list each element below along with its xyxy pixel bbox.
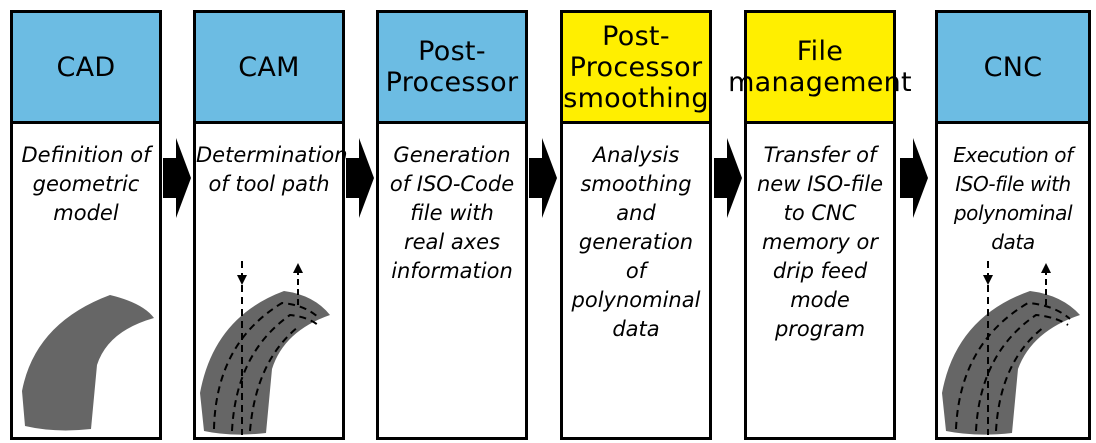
step-cam: CAM Determination of tool path: [193, 10, 348, 440]
step-post-processor-smoothing: Post- Processor smoothing Analysis smoot…: [560, 10, 712, 440]
arrow-right-icon: [900, 138, 928, 218]
step-post-processor: Post- Processor Generation of ISO-Code f…: [376, 10, 528, 440]
step-post-processor-smoothing-header: Post- Processor smoothing: [563, 13, 709, 124]
step-cam-description: Determination of tool path: [196, 143, 348, 196]
step-cnc-description: Execution of ISO-file with polynominal d…: [953, 143, 1073, 254]
step-cad-description: Definition of geometric model: [21, 143, 151, 225]
step-post-processor-description: Generation of ISO-Code file with real ax…: [389, 143, 515, 283]
step-cad: CAD Definition of geometric model: [10, 10, 162, 440]
step-file-management-title: File management: [728, 36, 912, 98]
arrow-right-icon: [714, 138, 742, 218]
step-post-processor-header: Post- Processor: [379, 13, 525, 124]
step-file-management: File management Transfer of new ISO-file…: [728, 10, 912, 440]
step-file-management-description: Transfer of new ISO-file to CNC memory o…: [756, 143, 884, 341]
step-file-management-header: File management: [728, 13, 912, 124]
arrow-right-icon: [529, 138, 557, 218]
arrow-right-icon: [346, 138, 374, 218]
step-post-processor-smoothing-title: Post- Processor smoothing: [563, 20, 709, 114]
step-cnc-title: CNC: [983, 51, 1043, 83]
step-cam-title: CAM: [238, 51, 300, 83]
arrow-right-icon: [163, 138, 191, 218]
step-cad-title: CAD: [56, 51, 116, 83]
step-cnc-header: CNC: [938, 13, 1088, 124]
step-cam-header: CAM: [196, 13, 342, 124]
step-cnc: CNC Execution of ISO-file with polynomin…: [935, 10, 1091, 440]
step-cad-header: CAD: [13, 13, 159, 124]
step-post-processor-title: Post- Processor: [385, 36, 519, 98]
process-flow-diagram: CAD Definition of geometric model CAM De…: [10, 10, 1091, 440]
step-post-processor-smoothing-description: Analysis smoothing and generation of pol…: [571, 143, 701, 341]
